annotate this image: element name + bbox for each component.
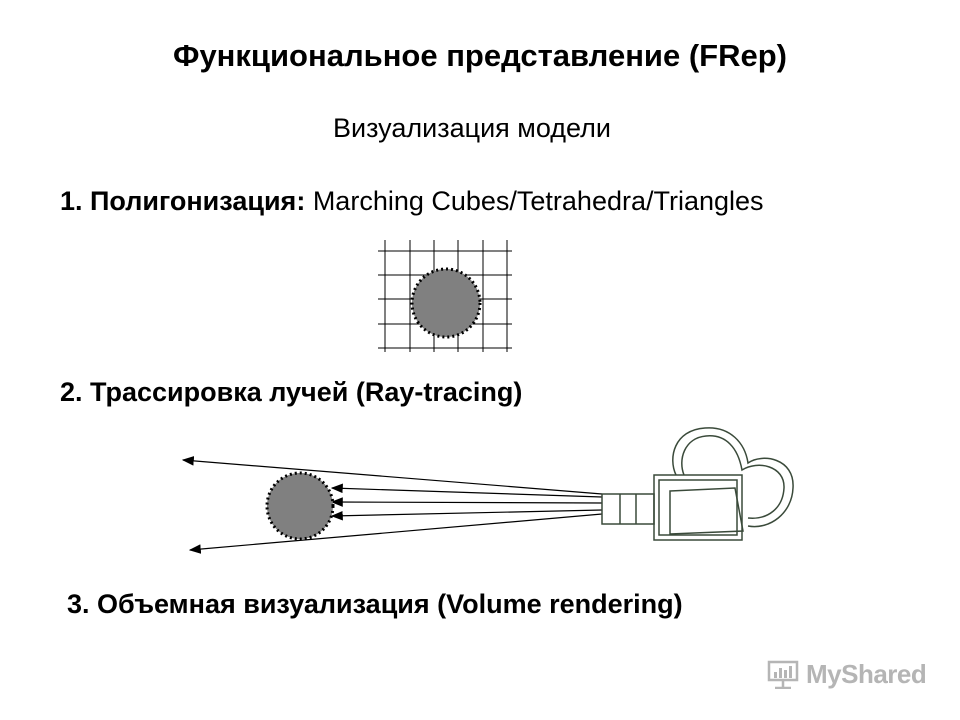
implicit-shape-circle bbox=[410, 267, 482, 339]
ray-tracing-figure bbox=[181, 427, 794, 554]
slide-title: Функциональное представление (FRep) bbox=[172, 38, 787, 73]
item-volume-rendering: 3. Объемная визуализация (Volume renderi… bbox=[67, 589, 683, 619]
item-polygonization: 1. Полигонизация: Marching Cubes/Tetrahe… bbox=[60, 186, 764, 217]
watermark-text: MyShared bbox=[806, 659, 927, 689]
item-polygonization-text: Marching Cubes/Tetrahedra/Triangles bbox=[305, 186, 764, 216]
watermark: MyShared bbox=[766, 656, 927, 692]
item-ray-tracing: 2. Трассировка лучей (Ray-tracing) bbox=[60, 377, 523, 407]
presentation-board-icon bbox=[767, 660, 799, 689]
rays bbox=[181, 456, 603, 554]
item-polygonization-label: 1. Полигонизация: bbox=[60, 186, 306, 216]
polygonization-grid-figure bbox=[378, 240, 512, 352]
ray-target-circle bbox=[265, 471, 335, 541]
slide-subtitle: Визуализация модели bbox=[333, 113, 611, 143]
camera-icon bbox=[601, 427, 794, 541]
